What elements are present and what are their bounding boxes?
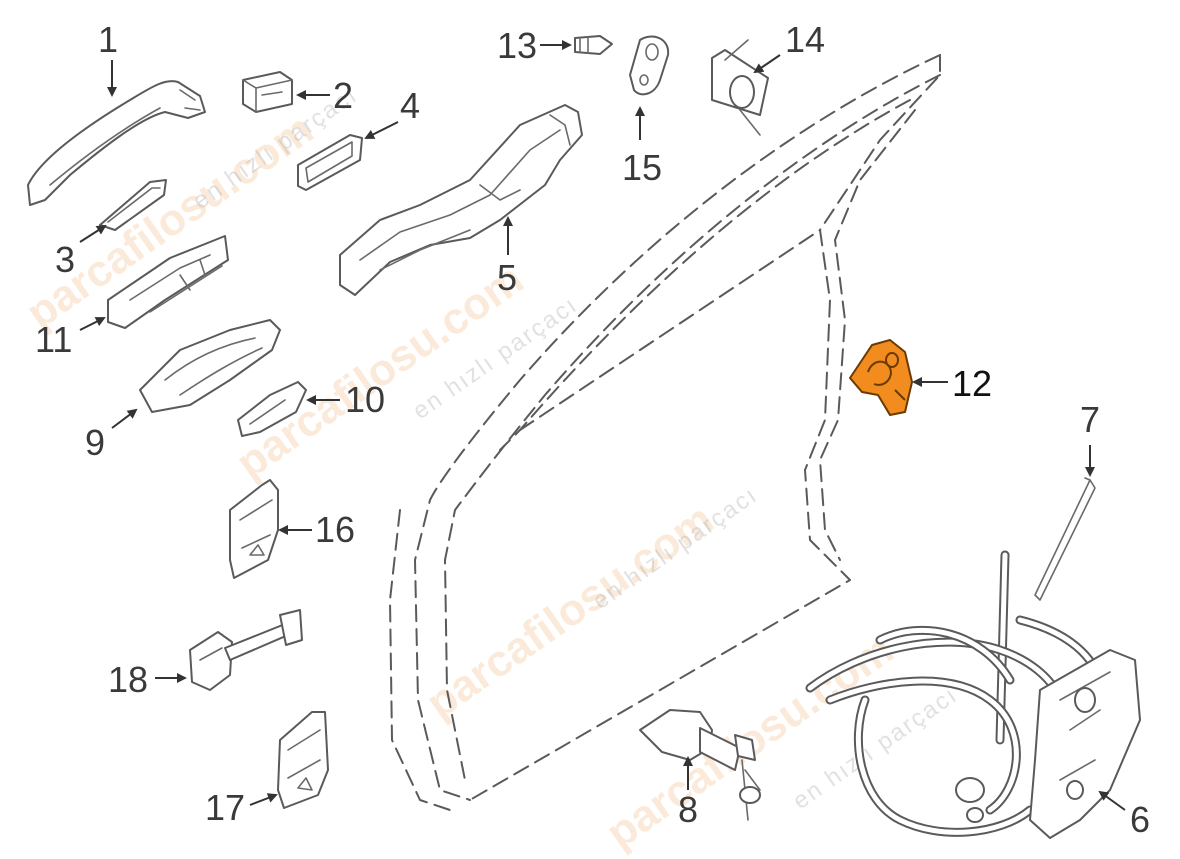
door-latch-assembly xyxy=(805,550,1141,839)
door-outline xyxy=(389,54,941,811)
leader-lines xyxy=(79,40,1126,811)
callout-8: 8 xyxy=(678,789,698,830)
seal-plate xyxy=(629,35,670,96)
lock-rod xyxy=(1034,477,1096,601)
inner-door-handle xyxy=(139,319,281,413)
bulb-part xyxy=(574,35,613,55)
callout-12: 12 xyxy=(952,363,992,404)
callout-14: 14 xyxy=(785,19,825,60)
callout-17: 17 xyxy=(205,787,245,828)
highlighted-part-12 xyxy=(849,339,913,416)
door-check-strap xyxy=(189,609,303,691)
key-escutcheon xyxy=(297,134,363,191)
callout-10: 10 xyxy=(345,379,385,420)
callout-7: 7 xyxy=(1080,399,1100,440)
callout-16: 16 xyxy=(315,509,355,550)
callout-11: 11 xyxy=(35,319,72,360)
striker-pin xyxy=(711,39,769,136)
outer-door-handle xyxy=(27,80,206,206)
handle-gasket xyxy=(99,179,167,231)
lower-door-hinge xyxy=(277,711,329,809)
inner-handle-bracket xyxy=(107,235,229,329)
callout-2: 2 xyxy=(333,75,353,116)
callout-1: 1 xyxy=(98,19,118,60)
lock-cylinder xyxy=(639,709,761,821)
callout-6: 6 xyxy=(1130,799,1150,840)
watermark-brand-3: parcafilosu.com xyxy=(418,495,723,729)
callout-9: 9 xyxy=(85,422,105,463)
handle-frame-bracket xyxy=(339,104,583,296)
callout-4: 4 xyxy=(400,85,420,126)
watermark-tagline-3: en hızlı parçacı xyxy=(588,481,763,615)
callout-3: 3 xyxy=(55,239,75,280)
callout-18: 18 xyxy=(108,659,148,700)
callout-15: 15 xyxy=(622,147,662,188)
callout-13: 13 xyxy=(497,25,537,66)
handle-cap-block xyxy=(242,71,293,113)
callout-5: 5 xyxy=(497,257,517,298)
callout-labels: 1 2 3 4 5 6 7 8 9 10 11 12 13 14 15 16 1… xyxy=(35,19,1150,840)
upper-door-hinge xyxy=(229,479,279,579)
handle-trim-cover xyxy=(237,381,307,437)
